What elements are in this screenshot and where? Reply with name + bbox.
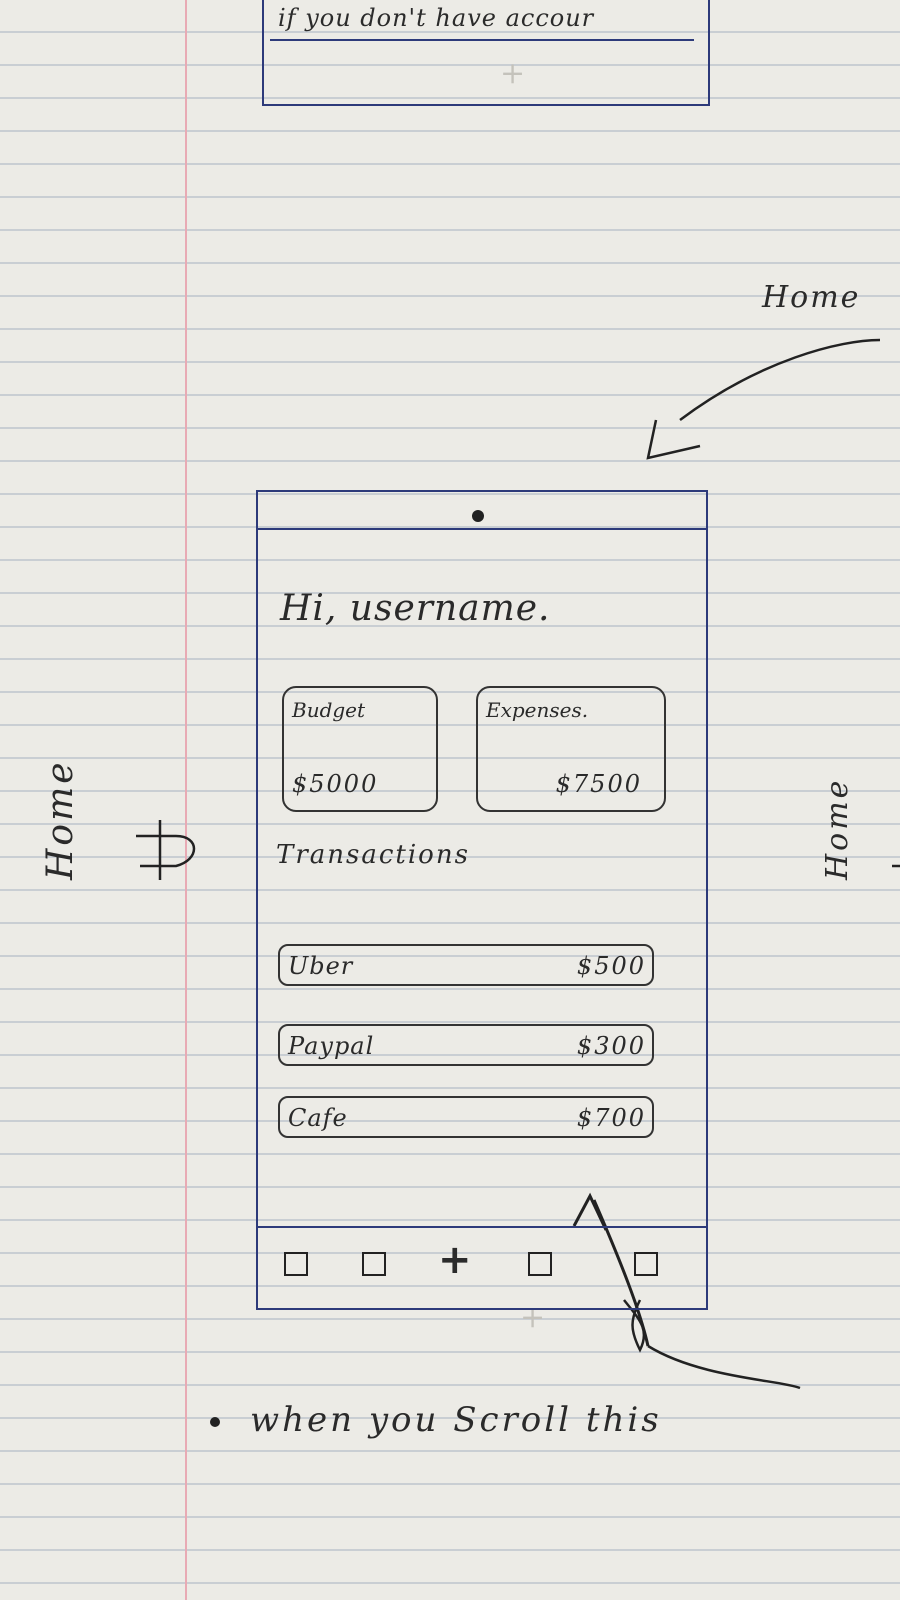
- bleed-through-mark: +: [500, 56, 526, 91]
- home-label-right-text: Home: [820, 777, 855, 880]
- transaction-name: Uber: [288, 952, 354, 980]
- budget-value: $5000: [292, 770, 379, 798]
- nav-square-icon-1[interactable]: [284, 1252, 308, 1276]
- phone-frame: Hi, username. Budget $5000 Expenses. $75…: [256, 490, 708, 1310]
- arrowhead-top: [646, 419, 701, 460]
- bottom-note: when you Scroll this: [210, 1400, 662, 1440]
- nav-square-icon-2[interactable]: [362, 1252, 386, 1276]
- transaction-row-cafe[interactable]: Cafe $700: [278, 1096, 654, 1138]
- nav-plus-icon[interactable]: +: [438, 1237, 472, 1283]
- expenses-card[interactable]: Expenses. $7500: [476, 686, 666, 812]
- budget-label: Budget: [292, 698, 366, 722]
- transaction-amount: $500: [576, 952, 646, 980]
- transactions-title: Transactions: [276, 840, 470, 870]
- home-label-left: Home: [40, 759, 81, 880]
- expenses-value: $7500: [555, 770, 642, 798]
- transaction-row-paypal[interactable]: Paypal $300: [278, 1024, 654, 1066]
- home-label-right: Home: [820, 778, 855, 880]
- bleed-through-mark: +: [520, 1300, 546, 1335]
- nav-square-icon-3[interactable]: [528, 1252, 552, 1276]
- bottom-nav-bar: +: [258, 1226, 706, 1308]
- transaction-name: Cafe: [288, 1104, 348, 1132]
- scroll-arrow-tail: [647, 1344, 801, 1390]
- transaction-row-uber[interactable]: Uber $500: [278, 944, 654, 986]
- margin-line: [185, 0, 187, 1600]
- expenses-label: Expenses.: [486, 698, 589, 722]
- greeting-text: Hi, username.: [280, 588, 551, 629]
- transaction-name: Paypal: [288, 1032, 375, 1060]
- input-underline: [270, 39, 694, 41]
- budget-card[interactable]: Budget $5000: [282, 686, 438, 812]
- status-bar: [258, 492, 706, 530]
- home-label-left-text: Home: [40, 759, 81, 880]
- previous-screen-frame: if you don't have accour: [262, 0, 710, 106]
- bottom-note-text: when you Scroll this: [250, 1400, 662, 1440]
- home-label-top-right: Home: [762, 280, 861, 315]
- nav-square-icon-4[interactable]: [634, 1252, 658, 1276]
- arrow-to-home-screen: [679, 338, 881, 422]
- bullet-icon: [210, 1417, 220, 1427]
- transaction-amount: $700: [576, 1104, 646, 1132]
- transaction-amount: $300: [576, 1032, 646, 1060]
- camera-icon: [472, 510, 484, 522]
- account-prompt-text: if you don't have accour: [278, 4, 595, 32]
